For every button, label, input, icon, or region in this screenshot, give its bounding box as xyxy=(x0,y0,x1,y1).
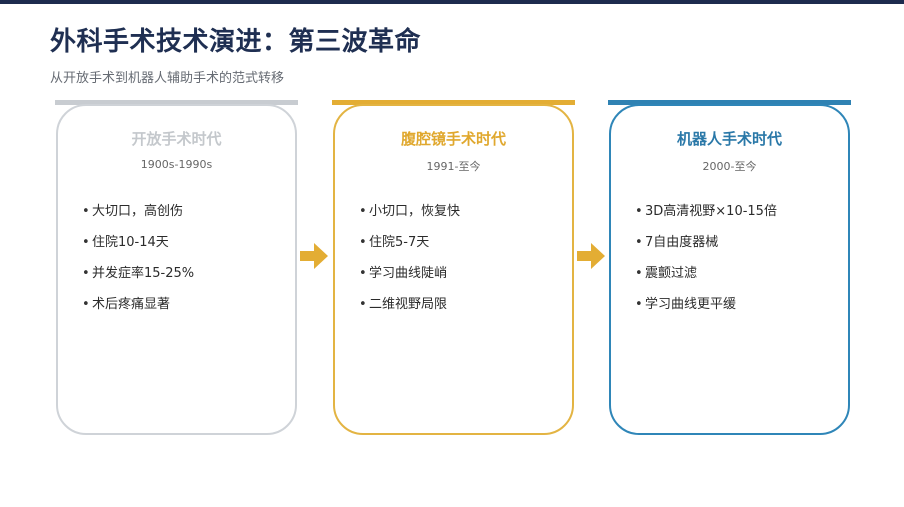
bullet-dot-icon: • xyxy=(635,204,643,219)
list-item: •学习曲线陡峭 xyxy=(359,264,460,295)
bullet-dot-icon: • xyxy=(359,266,367,281)
card-bullet-list: •小切口，恢复快 •住院5-7天 •学习曲线陡峭 •二维视野局限 xyxy=(359,202,460,326)
bullet-dot-icon: • xyxy=(635,266,643,281)
card-top-bar-open xyxy=(55,100,298,105)
bullet-dot-icon: • xyxy=(359,204,367,219)
list-item: •并发症率15-25% xyxy=(82,264,194,295)
list-item: •3D高清视野×10-15倍 xyxy=(635,202,777,233)
bullet-dot-icon: • xyxy=(359,235,367,250)
era-card-laparoscopic: 腹腔镜手术时代 1991-至今 •小切口，恢复快 •住院5-7天 •学习曲线陡峭… xyxy=(333,104,574,435)
card-bullet-list: •大切口，高创伤 •住院10-14天 •并发症率15-25% •术后疼痛显著 xyxy=(82,202,194,326)
bullet-dot-icon: • xyxy=(359,297,367,312)
era-card-open-surgery: 开放手术时代 1900s-1990s •大切口，高创伤 •住院10-14天 •并… xyxy=(56,104,297,435)
page-title: 外科手术技术演进：第三波革命 xyxy=(50,27,422,57)
list-item: •7自由度器械 xyxy=(635,233,777,264)
card-top-bar-robotic xyxy=(608,100,851,105)
card-period: 1900s-1990s xyxy=(140,158,213,171)
card-bullet-list: •3D高清视野×10-15倍 •7自由度器械 •震颤过滤 •学习曲线更平缓 xyxy=(635,202,777,326)
list-item: •术后疼痛显著 xyxy=(82,295,194,326)
card-top-bar-laparoscopic xyxy=(332,100,575,105)
card-title: 开放手术时代 xyxy=(131,130,222,148)
list-item: •二维视野局限 xyxy=(359,295,460,326)
card-period: 2000-至今 xyxy=(702,160,757,173)
bullet-dot-icon: • xyxy=(635,235,643,250)
card-title: 腹腔镜手术时代 xyxy=(400,130,506,148)
top-strip xyxy=(0,0,904,4)
page-subtitle: 从开放手术到机器人辅助手术的范式转移 xyxy=(50,71,285,86)
card-period: 1991-至今 xyxy=(426,160,481,173)
list-item: •大切口，高创伤 xyxy=(82,202,194,233)
list-item: •住院5-7天 xyxy=(359,233,460,264)
list-item: •震颤过滤 xyxy=(635,264,777,295)
bullet-dot-icon: • xyxy=(82,297,90,312)
bullet-dot-icon: • xyxy=(635,297,643,312)
bullet-dot-icon: • xyxy=(82,204,90,219)
bullet-dot-icon: • xyxy=(82,266,90,281)
list-item: •学习曲线更平缓 xyxy=(635,295,777,326)
card-title: 机器人手术时代 xyxy=(676,130,782,148)
list-item: •住院10-14天 xyxy=(82,233,194,264)
list-item: •小切口，恢复快 xyxy=(359,202,460,233)
bullet-dot-icon: • xyxy=(82,235,90,250)
era-card-robotic: 机器人手术时代 2000-至今 •3D高清视野×10-15倍 •7自由度器械 •… xyxy=(609,104,850,435)
